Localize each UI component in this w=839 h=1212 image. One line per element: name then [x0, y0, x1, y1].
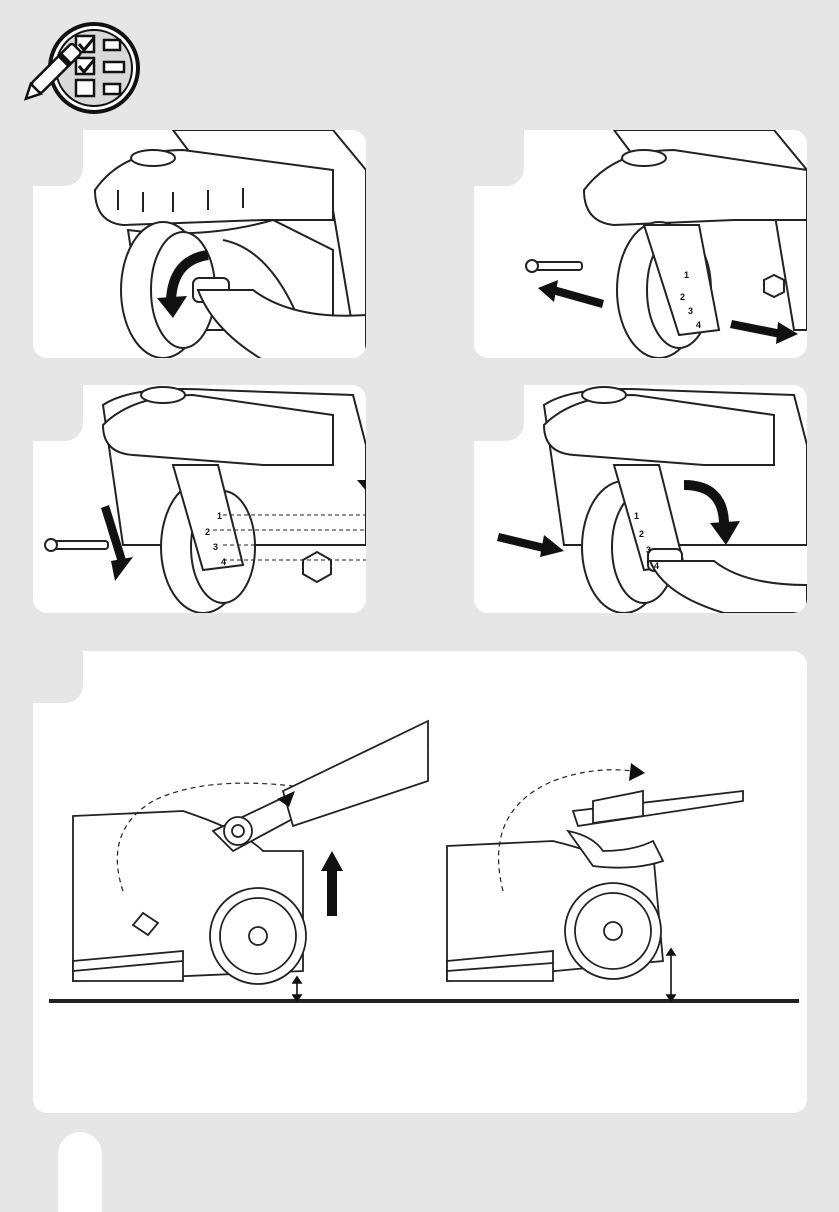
page-number-tab [58, 1132, 102, 1212]
left-mower [73, 721, 428, 984]
hole-label: 2 [680, 292, 685, 302]
hole-label: 2 [639, 529, 644, 539]
step-4-panel: 1 2 3 4 [474, 385, 807, 613]
step-2-panel: 1 2 3 4 [474, 130, 807, 358]
hole-label: 4 [696, 320, 701, 330]
wheel-lower-icon [629, 763, 645, 781]
hole-label: 4 [221, 557, 226, 567]
hole-label: 3 [213, 542, 218, 552]
checklist-pen-icon [22, 22, 142, 114]
step-3-panel: 1 2 3 4 [33, 385, 366, 613]
tighten-knob-icon [497, 533, 564, 557]
cutting-height-panel [33, 651, 807, 1113]
hole-label: 1 [634, 511, 639, 521]
hole-label: 3 [646, 545, 651, 555]
hole-label: 3 [688, 306, 693, 316]
hole-label: 2 [205, 527, 210, 537]
hole-label: 1 [217, 511, 222, 521]
hole-label: 4 [654, 561, 659, 571]
cutting-height-illustration [33, 651, 807, 1113]
right-mower [447, 791, 743, 981]
hole-label: 1 [684, 270, 689, 280]
wheel-raise-icon [327, 866, 337, 916]
step-1-panel [33, 130, 366, 358]
